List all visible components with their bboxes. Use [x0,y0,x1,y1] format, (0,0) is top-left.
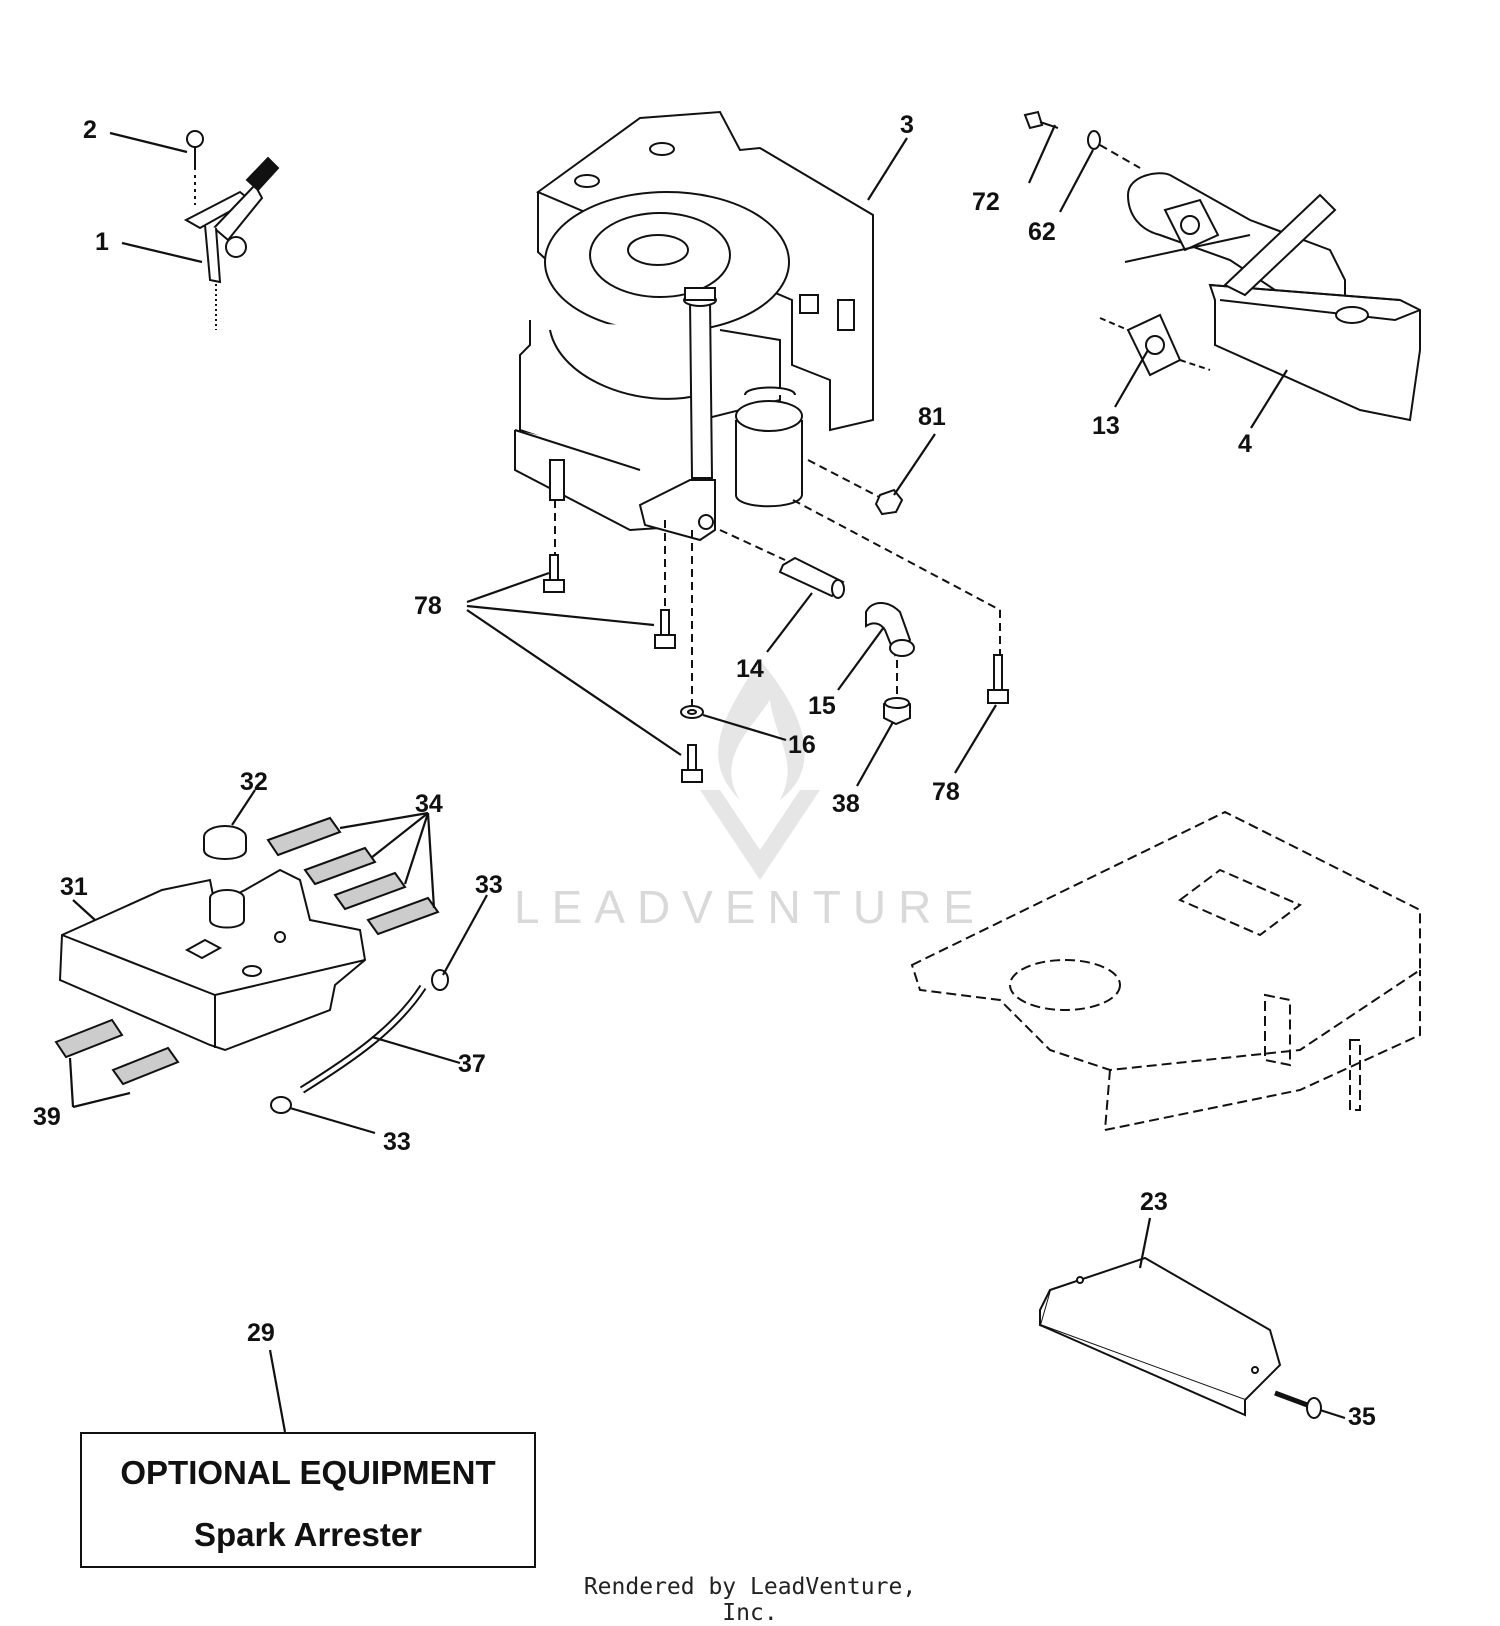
fuel-line [270,969,449,1114]
callout-34: 34 [415,790,443,818]
callout-13: 13 [1092,412,1120,440]
callout-33-bottom: 33 [383,1128,411,1156]
callout-labels: 1 2 3 72 62 13 4 81 78 14 15 16 38 78 32… [33,111,1376,1431]
throttle-control [183,130,280,330]
callout-38: 38 [832,790,860,818]
callout-78-left: 78 [414,592,442,620]
engine [514,110,874,542]
callout-37: 37 [458,1050,486,1078]
callout-33-top: 33 [475,871,503,899]
muffler-assembly [1023,110,1421,422]
watermark-text: LEADVENTURE [514,881,986,933]
leader-lines [68,124,1346,1433]
callout-4: 4 [1238,430,1252,458]
callout-72: 72 [972,188,1000,216]
callout-78-right: 78 [932,778,960,806]
callout-39: 39 [33,1103,61,1131]
fittings [543,459,1009,783]
fuel-tank [54,816,440,1086]
callout-62: 62 [1028,218,1056,246]
callout-32: 32 [240,768,268,796]
callout-3: 3 [900,111,914,139]
callout-16: 16 [788,731,816,759]
callout-1: 1 [95,228,109,256]
callout-15: 15 [808,692,836,720]
callout-23: 23 [1140,1188,1168,1216]
callout-14: 14 [736,655,764,683]
frame [910,810,1421,1131]
optional-equipment-title: OPTIONAL EQUIPMENT [120,1454,496,1491]
callout-81: 81 [918,403,946,431]
callout-2: 2 [83,116,97,144]
callout-35: 35 [1348,1403,1376,1431]
callout-31: 31 [60,873,88,901]
watermark-logo [700,660,820,880]
callout-29: 29 [247,1319,275,1347]
heat-shield [1038,1256,1322,1419]
optional-equipment-subtitle: Spark Arrester [193,1516,423,1553]
optional-equipment-box: OPTIONAL EQUIPMENT Spark Arrester [80,1432,536,1568]
rendered-by-footer: Rendered by LeadVenture, Inc. [583,1574,917,1626]
